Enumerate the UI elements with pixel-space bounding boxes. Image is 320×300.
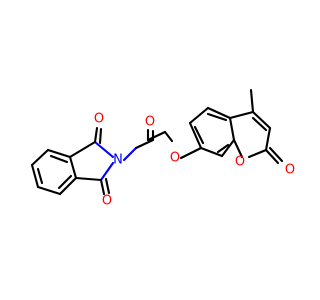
ester-oxygen: O [170,151,180,166]
carbonyl-oxygen: O [145,115,155,130]
imide-oxygen-bottom: O [102,194,112,209]
imide-carbonyls [93,126,111,196]
imide-oxygen-top: O [94,112,104,127]
phthalimide-benzene-ring [30,148,78,196]
imide-ring [68,140,115,182]
lactone-carbonyl [264,146,284,165]
ring-oxygen: O [235,155,245,170]
methyl-bond [249,88,255,114]
coumarin-benzo-ring [188,106,236,158]
molecule-structure: N O O O O O O [30,88,295,209]
structure-canvas: N O O O O O O [30,88,296,209]
propanoate-chain [122,128,174,162]
nitrogen-atom: N [113,153,123,168]
lactone-ring [228,110,272,159]
ester-linkage [179,146,203,160]
lactone-oxygen: O [285,163,295,178]
